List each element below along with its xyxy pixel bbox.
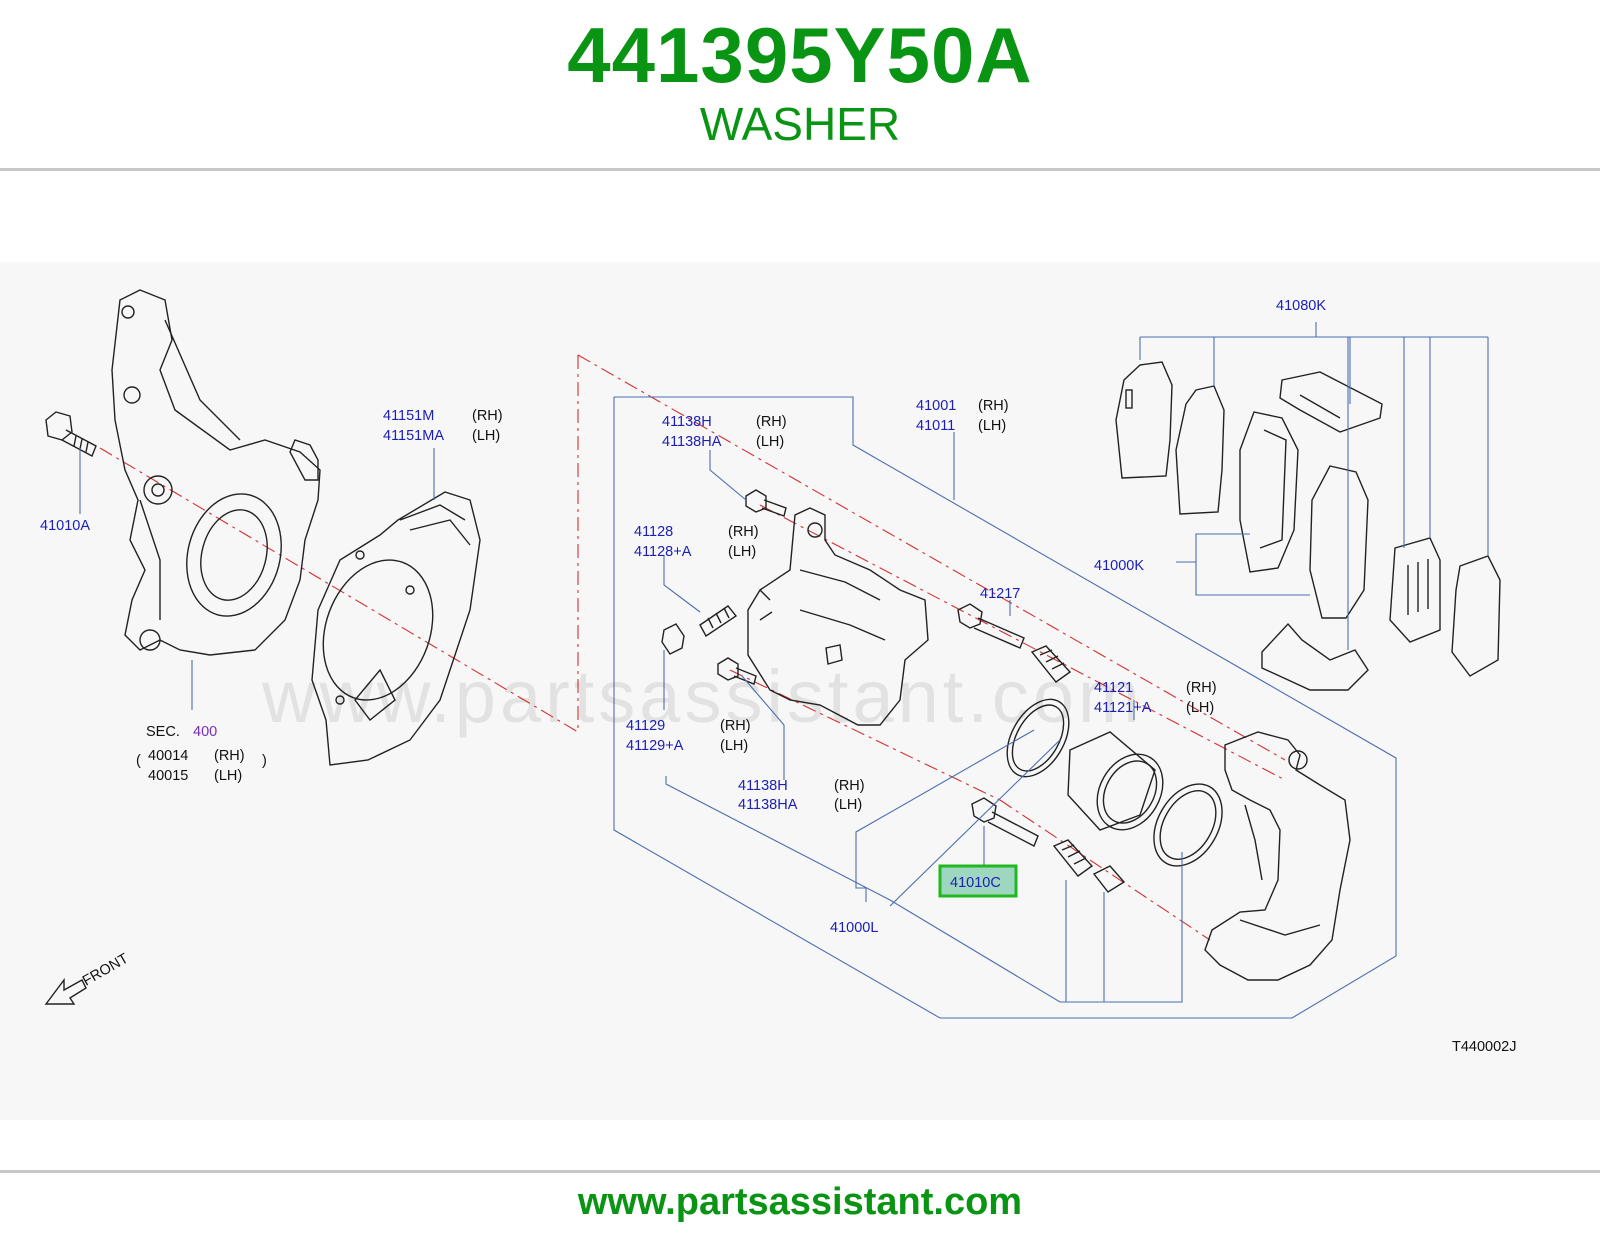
side-rh: (RH) [472,408,503,424]
pin-boot-lower[interactable] [1052,839,1094,877]
side-lh: (LH) [1186,700,1214,716]
footer-divider [0,1170,1600,1173]
svg-text:): ) [262,753,267,769]
svg-text:(: ( [136,753,141,769]
part-name-subtitle: WASHER [699,98,901,150]
side-rh: (RH) [756,414,787,430]
center-lines [99,354,1286,941]
piston-seal[interactable] [994,689,1081,788]
exploded-view-drawing: www.partsassistant.com [40,289,1517,1055]
drawing-code: T440002J [1452,1039,1517,1055]
label-41000L[interactable]: 41000L [830,920,878,936]
side-lh: (LH) [978,418,1006,434]
label-41011[interactable]: 41011 [916,418,955,434]
caliper-bolt-upper[interactable] [745,489,787,517]
side-lh: (LH) [214,768,242,784]
brake-pad-outer[interactable] [1239,411,1299,573]
page-header: 441395Y50A WASHER [0,0,1600,168]
side-rh: (RH) [728,524,759,540]
anti-rattle-clip-upper[interactable] [1389,537,1441,643]
label-41217[interactable]: 41217 [980,586,1020,602]
side-lh: (LH) [720,738,748,754]
pin-boot-upper[interactable] [1030,645,1072,683]
anti-rattle-clip-lower[interactable] [1451,555,1501,677]
front-label: FRONT [80,951,131,990]
pin-sleeve[interactable] [1092,865,1126,893]
label-41080K[interactable]: 41080K [1276,298,1326,314]
side-rh: (RH) [720,718,751,734]
steering-knuckle[interactable] [111,289,321,656]
label-40014: 40014 [148,748,188,764]
pad-shim-outer[interactable] [1115,361,1173,479]
side-rh: (RH) [978,398,1009,414]
label-41129[interactable]: 41129 [626,718,665,734]
caliper-body[interactable] [747,507,929,726]
bolt-41010A[interactable] [45,411,97,457]
side-rh: (RH) [834,778,865,794]
caliper-piston[interactable] [1067,731,1176,842]
side-lh: (LH) [834,797,862,813]
watermark: www.partsassistant.com [261,655,1144,738]
sec-prefix: SEC. [146,724,180,740]
guide-pin-upper[interactable] [957,603,1025,649]
pad-wear-indicator[interactable] [1279,371,1383,433]
brake-pad-inner[interactable] [1309,465,1369,619]
leader-lines [79,322,1489,1019]
label-41000K[interactable]: 41000K [1094,558,1144,574]
label-41121[interactable]: 41121 [1094,680,1133,696]
caliper-bracket[interactable] [1204,731,1351,981]
label-41128[interactable]: 41128 [634,524,673,540]
part-number-title: 441395Y50A [567,11,1033,99]
piston-boot[interactable] [1140,772,1236,878]
label-41151M[interactable]: 41151M [383,408,434,424]
side-lh: (LH) [756,434,784,450]
brake-backing-plate[interactable] [305,491,481,766]
side-rh: (RH) [1186,680,1217,696]
label-40015: 40015 [148,768,188,784]
footer-url[interactable]: www.partsassistant.com [577,1181,1023,1223]
front-arrow-icon: FRONT [44,951,131,1005]
side-rh: (RH) [214,748,245,764]
pad-retainer[interactable] [1261,622,1369,691]
header-divider [0,168,1600,171]
label-41128A[interactable]: 41128+A [634,544,692,560]
label-41129A[interactable]: 41129+A [626,738,684,754]
bleeder-cap[interactable] [661,623,685,655]
label-41010A[interactable]: 41010A [40,518,90,534]
label-41151MA[interactable]: 41151MA [383,428,444,444]
guide-pin-lower[interactable] [971,797,1039,847]
label-41138HA-upper[interactable]: 41138HA [662,434,722,450]
label-41138H-upper[interactable]: 41138H [662,414,712,430]
highlight-box[interactable] [938,864,1018,898]
label-41138H-lower[interactable]: 41138H [738,778,788,794]
sec-number[interactable]: 400 [193,724,217,740]
pad-shim-inner[interactable] [1175,385,1225,515]
label-41121A[interactable]: 41121+A [1094,700,1152,716]
part-labels: 41010A 41151M (RH) 41151MA (LH) SEC. 400… [40,298,1517,1055]
caliper-bolt-lower[interactable] [717,657,757,685]
bleeder-valve[interactable] [699,605,738,638]
side-lh: (LH) [728,544,756,560]
label-41010C-highlighted[interactable]: 41010C [950,875,1001,891]
label-41138HA-lower[interactable]: 41138HA [738,797,798,813]
side-lh: (LH) [472,428,500,444]
label-41001[interactable]: 41001 [916,398,956,414]
parts-diagram: www.partsassistant.com [0,262,1600,1120]
